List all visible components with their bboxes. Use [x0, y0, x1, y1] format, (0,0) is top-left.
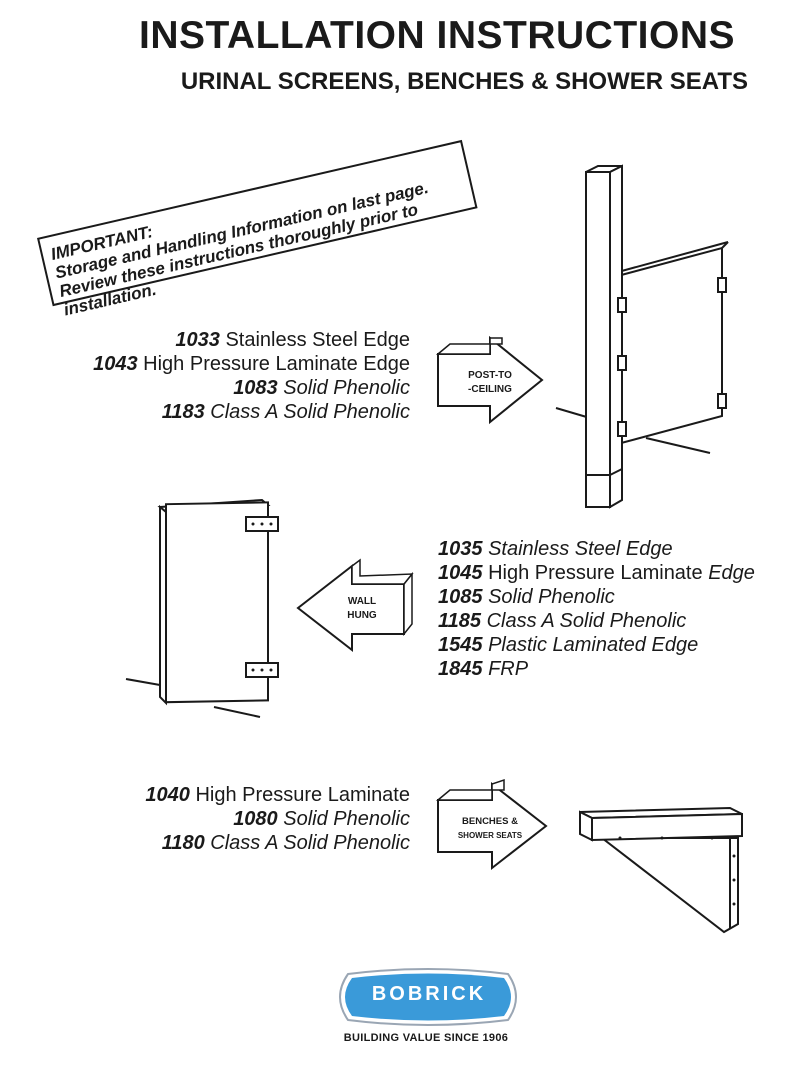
arrow-label: SHOWER SEATS	[458, 831, 523, 840]
model-name: FRP	[488, 658, 529, 680]
model-name: Solid Phenolic	[488, 586, 615, 608]
model-name: High Pressure Laminate	[488, 562, 703, 584]
model-code: 1040	[145, 784, 190, 806]
model-code: 1045	[438, 562, 483, 584]
model-row: 1180 Class A Solid Phenolic	[40, 831, 410, 855]
post-to-ceiling-arrow-icon: POST-TO -CEILING	[435, 335, 544, 425]
model-row: 1183 Class A Solid Phenolic	[40, 400, 410, 424]
model-row: 1045 High Pressure Laminate Edge	[438, 561, 755, 585]
model-name: Class A Solid Phenolic	[210, 832, 410, 854]
model-code: 1085	[438, 586, 483, 608]
brand-tagline: BUILDING VALUE SINCE 1906	[343, 1032, 509, 1044]
model-name: High Pressure Laminate	[195, 784, 410, 806]
bobrick-logo-icon	[339, 968, 517, 1026]
model-code: 1845	[438, 658, 483, 680]
arrow-label: POST-TO	[468, 370, 512, 381]
model-name: Solid Phenolic	[283, 808, 410, 830]
arrow-label: HUNG	[347, 610, 377, 621]
post-to-ceiling-screen-illustration	[555, 164, 729, 509]
wall-hung-arrow-icon: WALL HUNG	[296, 558, 414, 653]
model-name: Plastic Laminated Edge	[488, 634, 699, 656]
model-name: Class A Solid Phenolic	[486, 610, 687, 632]
wall-hung-screen-illustration	[125, 498, 279, 718]
bench-illustration	[579, 806, 743, 934]
model-row: 1043 High Pressure Laminate Edge	[40, 352, 410, 376]
model-code: 1043	[93, 353, 138, 375]
model-row: 1035 Stainless Steel Edge	[438, 537, 755, 561]
model-code: 1183	[161, 401, 205, 423]
model-code: 1033	[175, 329, 220, 351]
model-row: 1033 Stainless Steel Edge	[40, 328, 410, 352]
model-code: 1545	[438, 634, 483, 656]
post-to-ceiling-model-list: 1033 Stainless Steel Edge 1043 High Pres…	[40, 328, 410, 424]
model-code: 1185	[438, 610, 482, 632]
page-title: INSTALLATION INSTRUCTIONS	[138, 14, 735, 57]
model-row: 1040 High Pressure Laminate	[40, 783, 410, 807]
model-name: Stainless Steel Edge	[225, 329, 410, 351]
important-notice: IMPORTANT: Storage and Handling Informat…	[37, 139, 478, 320]
wall-hung-model-list: 1035 Stainless Steel Edge 1045 High Pres…	[438, 537, 755, 681]
model-name: Solid Phenolic	[283, 377, 410, 399]
arrow-label: BENCHES &	[462, 816, 518, 827]
model-name: High Pressure Laminate Edge	[143, 353, 410, 375]
model-name: Class A Solid Phenolic	[210, 401, 410, 423]
model-name: Stainless Steel Edge	[488, 538, 673, 560]
benches-model-list: 1040 High Pressure Laminate 1080 Solid P…	[40, 783, 410, 855]
brand-logo-text: BOBRICK	[371, 983, 487, 1005]
model-code: 1035	[438, 538, 483, 560]
page-subtitle: URINAL SCREENS, BENCHES & SHOWER SEATS	[180, 68, 748, 95]
arrow-label: WALL	[348, 596, 376, 607]
model-row: 1085 Solid Phenolic	[438, 585, 755, 609]
model-row: 1845 FRP	[438, 657, 755, 681]
model-code: 1180	[161, 832, 205, 854]
benches-arrow-icon: BENCHES & SHOWER SEATS	[435, 778, 548, 871]
model-code: 1083	[233, 377, 278, 399]
model-code: 1080	[233, 808, 278, 830]
model-row: 1545 Plastic Laminated Edge	[438, 633, 755, 657]
model-row: 1083 Solid Phenolic	[40, 376, 410, 400]
model-row: 1080 Solid Phenolic	[40, 807, 410, 831]
arrow-label: -CEILING	[468, 384, 512, 395]
model-row: 1185 Class A Solid Phenolic	[438, 609, 755, 633]
model-name-suffix: Edge	[708, 562, 755, 584]
